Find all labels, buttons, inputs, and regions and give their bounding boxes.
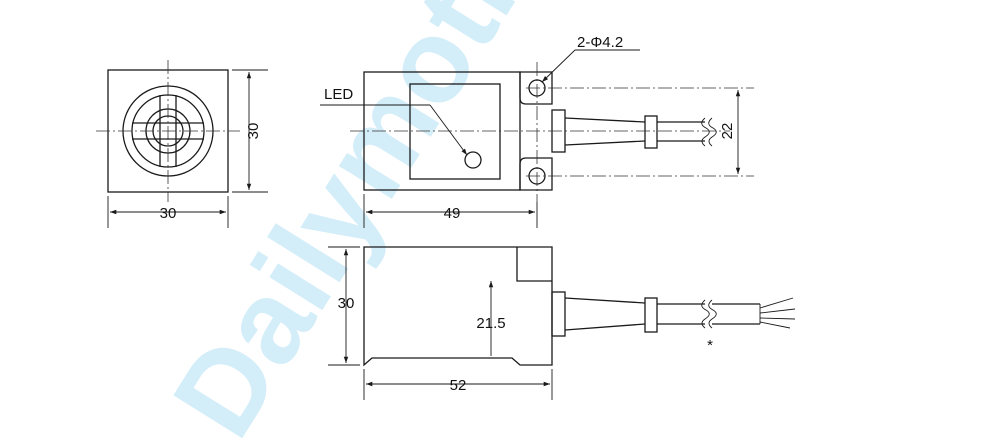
led-label: LED [324, 86, 353, 103]
sensing-height-label: 21.5 [476, 315, 505, 332]
side-length-label: 52 [450, 377, 467, 394]
side-height-label: 30 [338, 295, 355, 312]
front-width-label: 30 [160, 205, 177, 222]
hole-spec-label: 2-Φ4.2 [577, 34, 623, 51]
front-view [96, 60, 268, 228]
top-length-label: 49 [444, 205, 461, 222]
front-height-label: 30 [245, 123, 262, 140]
note-mark: * [707, 337, 713, 354]
hole-pitch-label: 22 [719, 123, 736, 140]
side-view [328, 246, 796, 400]
top-view [320, 49, 754, 228]
watermark: Dailymotion [148, 0, 618, 443]
